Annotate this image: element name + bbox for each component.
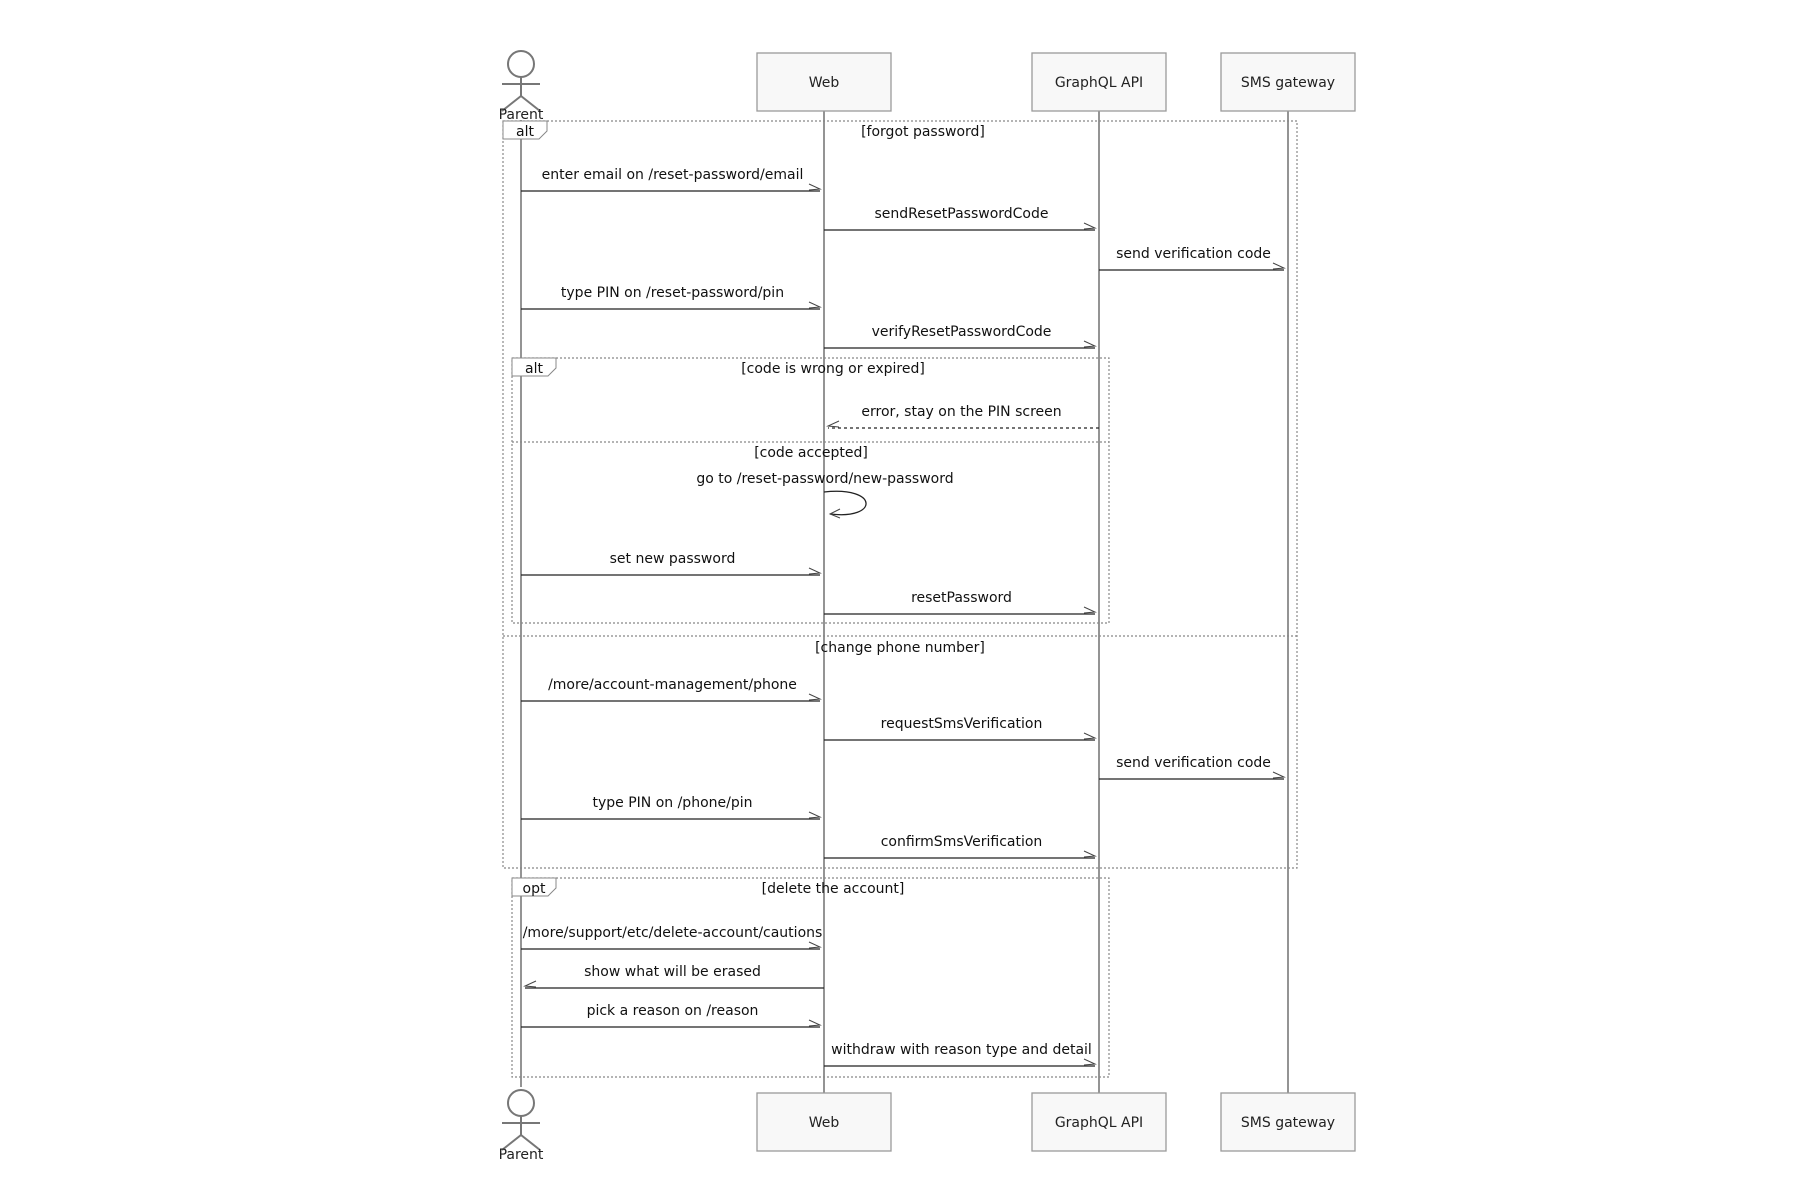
message-label: show what will be erased — [584, 964, 761, 980]
message: show what will be erased — [523, 964, 824, 989]
message: go to /reset-password/new-password — [696, 471, 954, 519]
participant-box — [756, 1092, 892, 1152]
inner-alt-tab — [511, 357, 557, 377]
outer-alt-condition-2: [change phone number] — [815, 640, 985, 656]
message-label: go to /reset-password/new-password — [696, 471, 953, 487]
outer-alt-condition-1: [forgot password] — [861, 124, 985, 140]
participant-label: GraphQL API — [1055, 75, 1143, 91]
participant-label: Parent — [499, 1147, 544, 1163]
arrowhead-icon — [1083, 732, 1097, 740]
opt-tab — [511, 877, 557, 897]
message: withdraw with reason type and detail — [824, 1042, 1097, 1067]
message-label: pick a reason on /reason — [587, 1003, 759, 1019]
inner-alt-keyword: alt — [525, 361, 543, 377]
opt-condition: [delete the account] — [762, 881, 905, 897]
message: send verification code — [1099, 755, 1286, 780]
arrowhead-icon — [1083, 1058, 1097, 1066]
arrowhead-icon — [523, 980, 537, 988]
message: enter email on /reset-password/email — [521, 167, 822, 192]
inner-alt-condition-2: [code accepted] — [754, 445, 868, 461]
message: /more/support/etc/delete-account/caution… — [521, 925, 823, 950]
lifelines — [520, 111, 1289, 1093]
message: type PIN on /phone/pin — [521, 795, 822, 820]
message: send verification code — [1099, 246, 1286, 271]
participant-label: SMS gateway — [1241, 75, 1335, 91]
participant-sms-top: SMS gateway — [1220, 52, 1356, 112]
participant-label: Web — [809, 75, 840, 91]
participant-box — [1031, 52, 1167, 112]
message-label: sendResetPasswordCode — [874, 206, 1048, 222]
participant-box — [1220, 1092, 1356, 1152]
message: type PIN on /reset-password/pin — [521, 285, 822, 310]
participant-parent-bottom: Parent — [499, 1089, 544, 1163]
opt-frame — [511, 877, 1110, 1078]
participant-box — [1031, 1092, 1167, 1152]
outer-alt-keyword: alt — [516, 124, 534, 140]
arrowhead-icon — [808, 183, 822, 191]
message-label: requestSmsVerification — [881, 716, 1043, 732]
participant-box — [1220, 52, 1356, 112]
outer-alt-frame — [502, 120, 1298, 869]
inner-alt-frame — [511, 357, 1110, 624]
actor-icon — [501, 1089, 541, 1151]
participant-api-bottom: GraphQL API — [1031, 1092, 1167, 1152]
message-label: /more/account-management/phone — [548, 677, 797, 693]
participant-label: Parent — [499, 107, 544, 123]
participant-web-bottom: Web — [756, 1092, 892, 1152]
message: requestSmsVerification — [824, 716, 1097, 741]
arrowhead-icon — [808, 1019, 822, 1027]
message: set new password — [521, 551, 822, 576]
message-label: resetPassword — [911, 590, 1012, 606]
inner-alt-condition-1: [code is wrong or expired] — [741, 361, 925, 377]
participant-label: GraphQL API — [1055, 1115, 1143, 1131]
message: /more/account-management/phone — [521, 677, 822, 702]
arrowhead-icon — [808, 693, 822, 701]
message: pick a reason on /reason — [521, 1003, 822, 1028]
arrowhead-icon — [1272, 262, 1286, 270]
message-label: send verification code — [1116, 755, 1271, 771]
participant-api-top: GraphQL API — [1031, 52, 1167, 112]
arrowhead-icon — [1083, 606, 1097, 614]
message-label: error, stay on the PIN screen — [861, 404, 1061, 420]
arrowhead-icon — [808, 941, 822, 949]
message-label: enter email on /reset-password/email — [542, 167, 804, 183]
message: sendResetPasswordCode — [824, 206, 1097, 231]
opt-keyword: opt — [523, 881, 546, 897]
message-label: type PIN on /phone/pin — [592, 795, 752, 811]
message-label: verifyResetPasswordCode — [872, 324, 1052, 340]
actor-icon — [501, 50, 541, 112]
message-label: type PIN on /reset-password/pin — [561, 285, 784, 301]
message-label: confirmSmsVerification — [881, 834, 1043, 850]
message: confirmSmsVerification — [824, 834, 1097, 859]
message: error, stay on the PIN screen — [826, 404, 1099, 429]
participant-box — [756, 52, 892, 112]
message: verifyResetPasswordCode — [824, 324, 1097, 349]
arrowhead-icon — [808, 301, 822, 309]
message: resetPassword — [824, 590, 1097, 615]
arrowhead-icon — [828, 508, 841, 519]
arrowhead-icon — [826, 420, 840, 428]
message-label: set new password — [610, 551, 736, 567]
arrowhead-icon — [808, 567, 822, 575]
fragment-inner-alt: alt [code is wrong or expired] [code acc… — [511, 357, 1110, 624]
arrowhead-icon — [1083, 222, 1097, 230]
arrowhead-icon — [1083, 850, 1097, 858]
participant-label: SMS gateway — [1241, 1115, 1335, 1131]
participant-parent-top: Parent — [499, 50, 544, 123]
arrowhead-icon — [808, 811, 822, 819]
fragment-opt: opt [delete the account] — [511, 877, 1110, 1078]
fragment-outer-alt: alt [forgot password] [change phone numb… — [502, 120, 1298, 869]
outer-alt-tab — [502, 120, 548, 140]
self-message-loop — [823, 490, 867, 516]
message-label: send verification code — [1116, 246, 1271, 262]
arrowhead-icon — [1083, 340, 1097, 348]
participant-sms-bottom: SMS gateway — [1220, 1092, 1356, 1152]
messages: enter email on /reset-password/email send… — [521, 167, 1286, 1067]
participant-label: Web — [809, 1115, 840, 1131]
arrowhead-icon — [1272, 771, 1286, 779]
message-label: /more/support/etc/delete-account/caution… — [523, 925, 823, 941]
participant-web-top: Web — [756, 52, 892, 112]
message-label: withdraw with reason type and detail — [831, 1042, 1092, 1058]
